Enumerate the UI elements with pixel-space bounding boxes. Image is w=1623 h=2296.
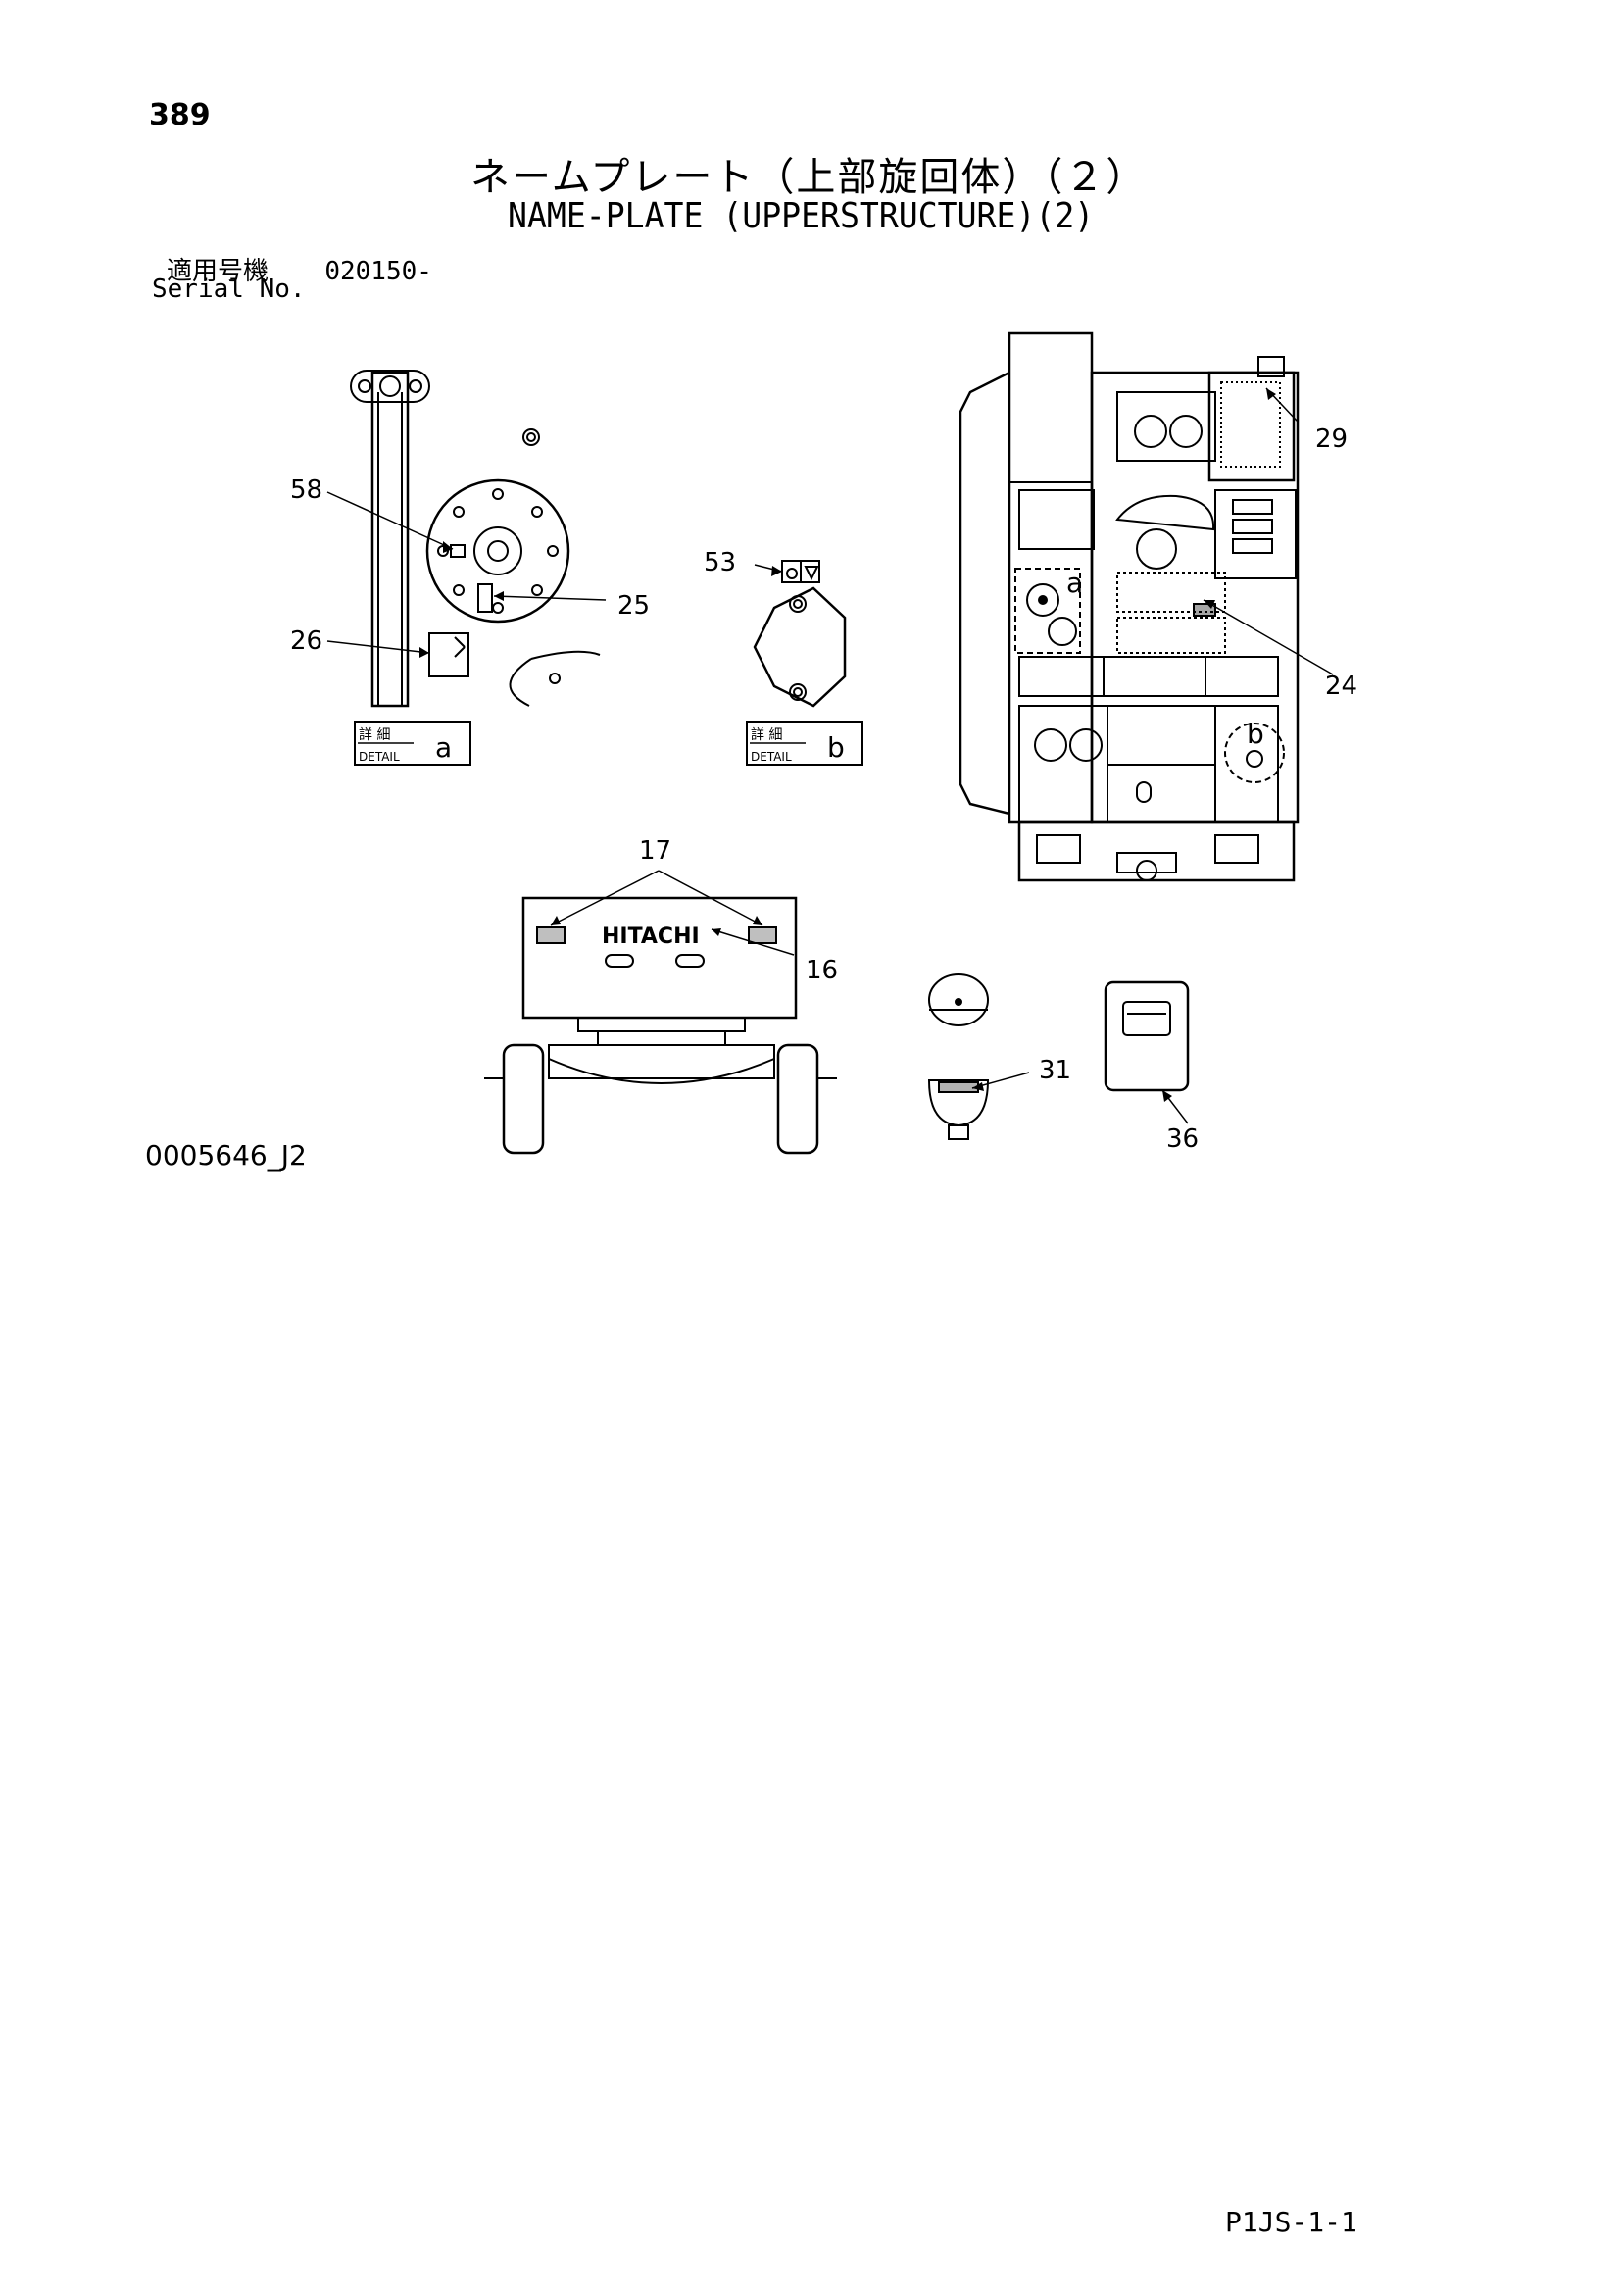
detail-b-kanji: 詳 細: [751, 727, 782, 743]
drawing-code: 0005646_J2: [145, 1139, 307, 1172]
callout-53: 53: [704, 548, 736, 577]
page-title-japanese: ネームプレート（上部旋回体）（２）: [470, 155, 1148, 200]
detail-b-word: DETAIL: [751, 750, 792, 764]
serial-number-row: 適用号機 020150-: [167, 251, 432, 287]
callout-16: 16: [806, 956, 838, 985]
callout-31: 31: [1039, 1056, 1071, 1085]
sheet-code: P1JS-1-1: [1225, 2206, 1357, 2238]
callout-58: 58: [290, 475, 322, 505]
page-title-english: NAME-PLATE (UPPERSTRUCTURE)(2): [508, 196, 1095, 236]
callout-25: 25: [617, 591, 650, 621]
detail-b-drawing: [753, 560, 847, 708]
serial-value: 020150-: [324, 257, 432, 286]
page-number: 389: [149, 98, 211, 132]
detail-marker-b: b: [1247, 718, 1264, 750]
rear-view-counterweight: [484, 870, 837, 1155]
callout-29: 29: [1315, 424, 1348, 454]
detail-a-word: DETAIL: [359, 750, 400, 764]
work-lamp-drawing: [927, 973, 1030, 1140]
detail-marker-a: a: [1066, 567, 1083, 599]
detail-box-a: [354, 721, 471, 766]
callout-36: 36: [1166, 1124, 1199, 1154]
danger-tag-drawing: [1104, 980, 1190, 1124]
detail-a-letter: a: [435, 731, 452, 764]
callout-24: 24: [1325, 672, 1357, 701]
detail-a-drawing: [326, 370, 607, 708]
brand-mark: HITACHI: [602, 924, 700, 949]
callout-17: 17: [639, 836, 671, 866]
callout-26: 26: [290, 626, 322, 656]
detail-box-b: [746, 721, 863, 766]
detail-a-kanji: 詳 細: [359, 727, 390, 743]
serial-label-english: Serial No.: [152, 275, 306, 304]
upperstructure-top-view: [959, 331, 1334, 882]
serial-label-japanese: 適用号機: [167, 257, 270, 286]
detail-b-letter: b: [827, 731, 845, 764]
